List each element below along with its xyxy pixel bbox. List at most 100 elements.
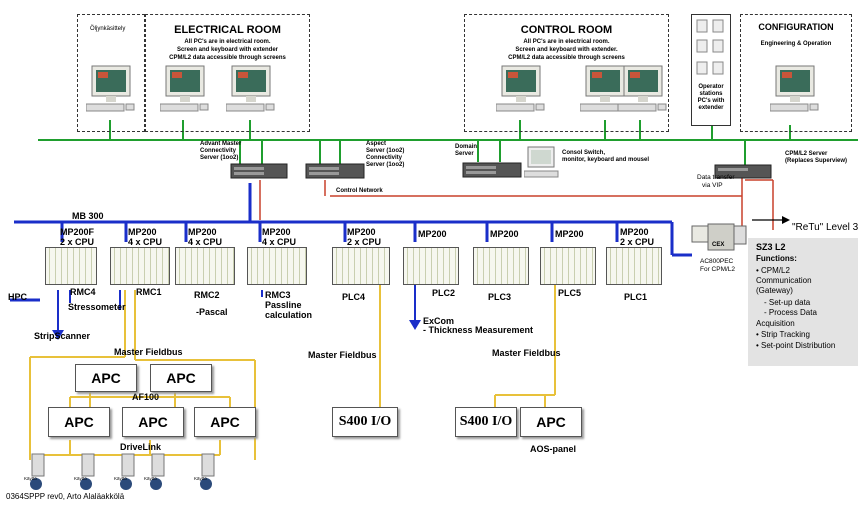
controller-name: RMC2: [194, 290, 220, 300]
pc-icon: [496, 65, 545, 112]
excom-label-2: - Thickness Measurement: [423, 325, 534, 335]
oljy-label: Öljynkäsittely: [90, 26, 126, 32]
sz3-item: - Set-up data: [764, 298, 811, 307]
controller-rack: [540, 247, 596, 285]
apc-label: APC: [91, 370, 121, 386]
controller-rack: [110, 247, 170, 285]
motor-drive-icons: [30, 453, 215, 490]
electrical-line-2: Screen and keyboard with extender: [176, 47, 279, 53]
controller-cpu: 2 x CPU: [620, 237, 655, 247]
controller-model: MP200: [262, 227, 291, 237]
controller-model: MP200: [555, 229, 584, 239]
control-room: [464, 14, 669, 132]
controller-rack: [403, 247, 459, 285]
controller-model: MP200: [128, 227, 157, 237]
aspect-label-3: Connectivity: [366, 155, 403, 161]
control-line-1: All PC's are in electrical room.: [523, 39, 610, 45]
controller-model: MP200: [620, 227, 649, 237]
controller-cpu: 4 x CPU: [262, 237, 297, 247]
controller-name: RMC3: [265, 290, 291, 300]
pc-icon: [770, 65, 819, 112]
cpm-server-icon: [714, 164, 772, 179]
apc-label: APC: [536, 414, 566, 430]
arrow-stripscanner: [52, 330, 64, 340]
electrical-room-title: ELECTRICAL ROOM: [174, 24, 281, 36]
sz3-item: • CPM/L2: [756, 266, 790, 275]
advant-label-1: Advant Master: [200, 141, 242, 147]
master-fieldbus-label: Master Fieldbus: [492, 348, 561, 358]
pc-icon: [226, 65, 275, 112]
apc-box: APC: [75, 364, 137, 392]
controller-name: RMC4: [70, 287, 96, 297]
sz3-item: Acquisition: [756, 319, 795, 328]
electrical-line-3: CPM/L2 data accessible through screens: [169, 55, 286, 61]
apc-box: APC: [150, 364, 212, 392]
controller-name: RMC1: [136, 287, 162, 297]
mb300-label: MB 300: [72, 211, 104, 221]
operator-line-3: PC's with: [697, 98, 725, 104]
s400-label: S400 I/O: [459, 414, 513, 429]
controller-cpu: 4 x CPU: [188, 237, 223, 247]
excom-label-1: ExCom: [423, 316, 455, 326]
sz3-item: Communication: [756, 276, 812, 285]
master-fieldbus-label: Master Fieldbus: [308, 350, 377, 360]
sz3-item: (Gateway): [756, 286, 793, 295]
cpm-server-label-1: CPM/L2 Server: [785, 151, 828, 157]
sz3-l2-note: SZ3 L2 Functions: • CPM/L2 Communication…: [748, 238, 858, 366]
consol-monitor-icon: [524, 146, 559, 178]
apc-box: APC: [48, 407, 110, 437]
electrical-line-1: All PC's are in electrical room.: [184, 39, 271, 45]
configuration-box: [740, 14, 852, 132]
control-line-2: Screen and keyboard with extender.: [515, 47, 618, 53]
arrow-excom: [409, 320, 421, 330]
oljy-room: [77, 14, 145, 132]
motor-label: Käyttö: [114, 476, 127, 481]
advant-label-2: Connectivity: [200, 148, 237, 154]
apc-label: APC: [64, 414, 94, 430]
ac800pec-icon: [691, 223, 747, 251]
controller-model: MP200: [418, 229, 447, 239]
apc-label: APC: [210, 414, 240, 430]
sz3-title: SZ3 L2: [756, 242, 786, 252]
motor-label: Käyttö: [24, 476, 37, 481]
controller-cpu: 4 x CPU: [128, 237, 163, 247]
motor-label: Käyttö: [74, 476, 87, 481]
controller-name: PLC3: [488, 292, 512, 302]
cex-label: CEX: [712, 242, 725, 248]
operator-line-4: extender: [698, 105, 724, 111]
hpc-label: HPC: [8, 292, 28, 302]
controller-model: MP200: [347, 227, 376, 237]
consol-label-1: Consol Switch,: [562, 150, 606, 156]
aos-panel-label: AOS-panel: [530, 444, 577, 454]
controller-model: MP200F: [60, 227, 95, 237]
configuration-title: CONFIGURATION: [758, 22, 834, 32]
pascal-label: -Pascal: [196, 307, 228, 317]
ac800-label-1: AC800PEC: [700, 258, 734, 265]
apc-label: APC: [166, 370, 196, 386]
controller-rack: [45, 247, 97, 285]
data-transfer-label-1: Data transfer: [697, 174, 735, 181]
operator-line-1: Operator: [698, 84, 724, 90]
controller-name: PLC5: [558, 288, 582, 298]
data-transfer-label-2: via VIP: [702, 182, 723, 189]
sz3-item: • Set-point Distribution: [756, 341, 836, 350]
domain-label-1: Domain: [455, 144, 478, 150]
pc-icon: [160, 65, 209, 112]
electrical-room: [145, 14, 310, 132]
control-line-3: CPM/L2 data accessible through screens: [508, 55, 625, 61]
operator-line-2: stations: [699, 91, 723, 97]
aspect-label-2: Server (1oo2): [366, 148, 405, 154]
controller-rack: [247, 247, 307, 285]
controller-model: MP200: [490, 229, 519, 239]
pc-icon: [580, 65, 629, 112]
aspect-server-icon: [305, 163, 365, 179]
controller-rack: [332, 247, 390, 285]
controller-model: MP200: [188, 227, 217, 237]
control-room-title: CONTROL ROOM: [520, 24, 613, 36]
sz3-functions: Functions:: [756, 254, 797, 263]
cpm-server-label-2: (Replaces Superview): [785, 158, 848, 164]
advant-server-icon: [230, 163, 288, 179]
af100-label: AF100: [132, 392, 160, 402]
master-fieldbus-label: Master Fieldbus: [114, 347, 183, 357]
passline-label-1: Passline: [265, 300, 302, 310]
